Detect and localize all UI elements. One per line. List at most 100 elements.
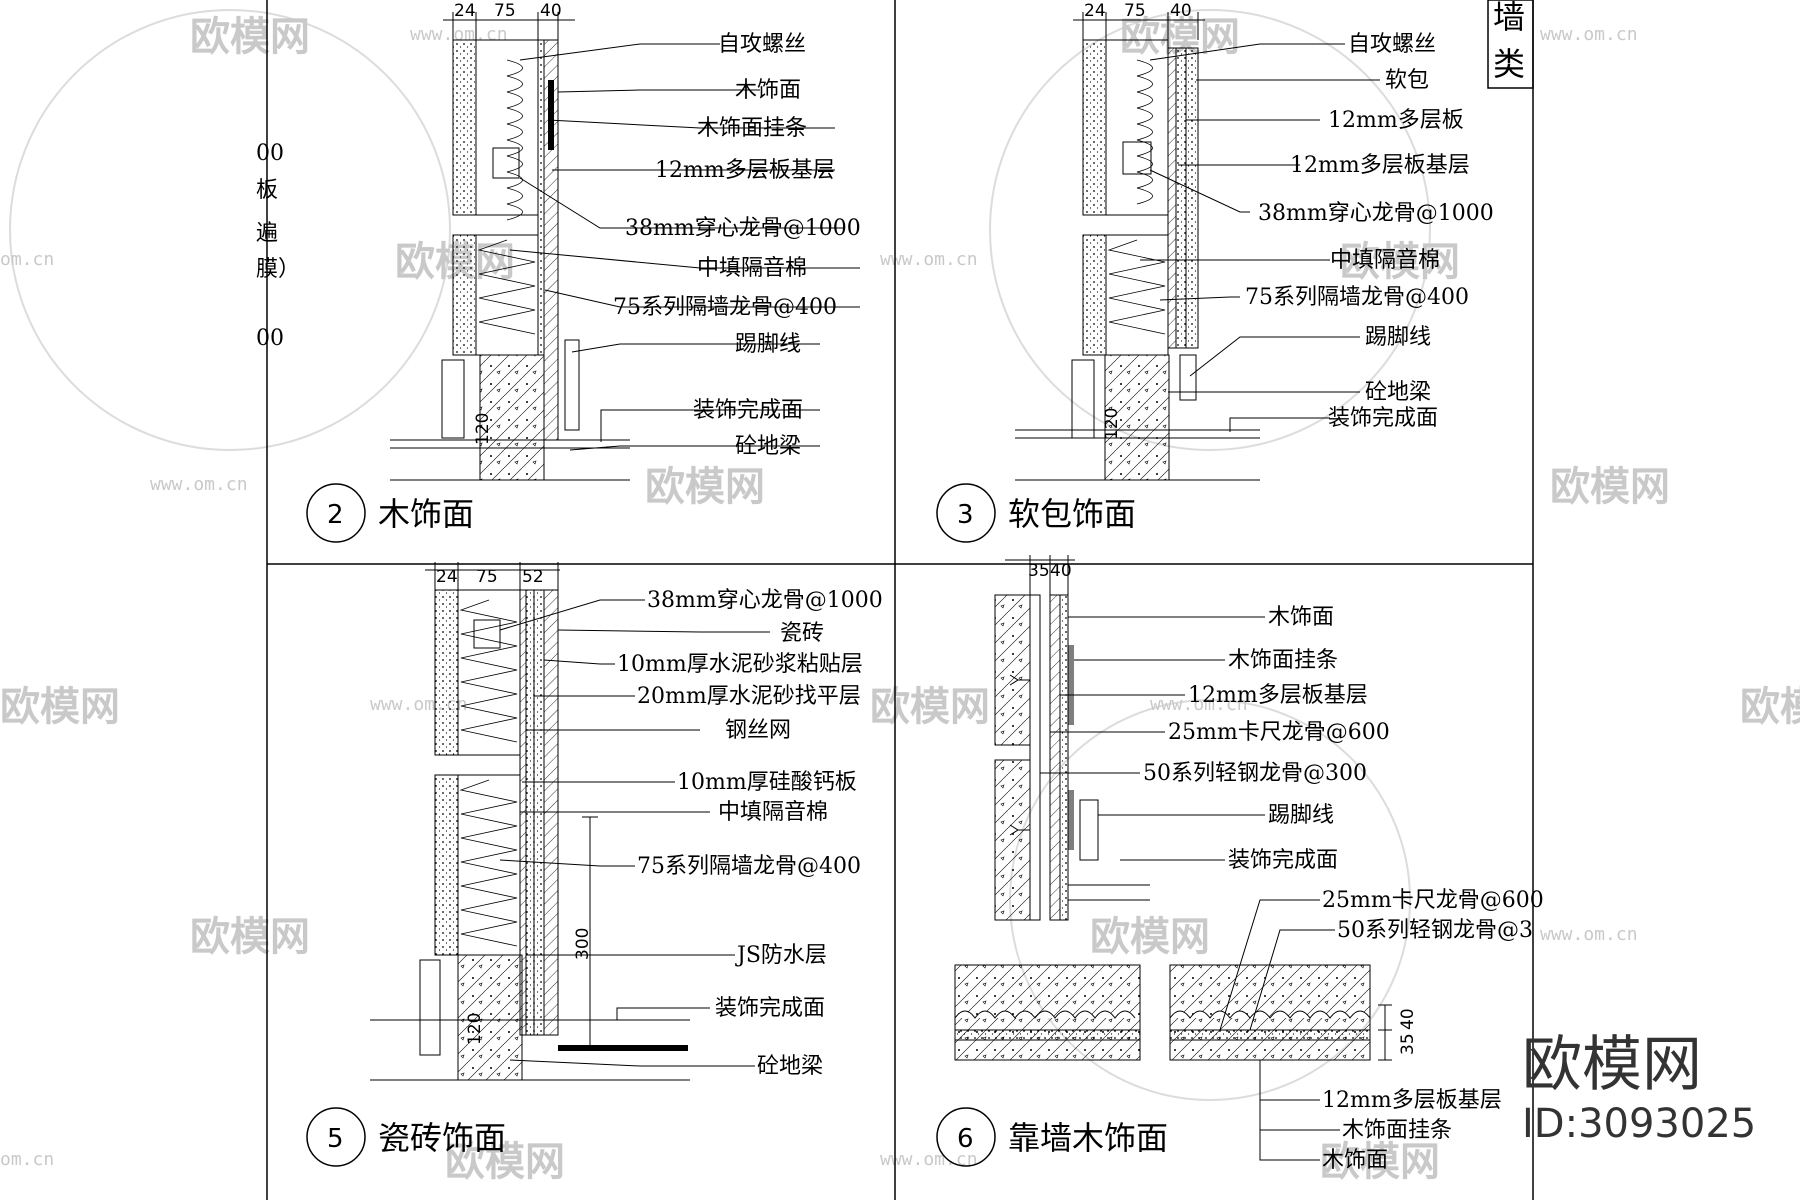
watermark-url-9: om.cn <box>0 1149 54 1170</box>
watermark-brand-10: 欧模网 <box>190 914 310 960</box>
dim-120: 120 <box>465 1013 485 1045</box>
watermark-brand-5: 欧模网 <box>645 464 765 510</box>
label-concrete-beam: 砼地梁 <box>735 434 801 459</box>
detail-title: 软包饰面 <box>1008 495 1136 533</box>
label-self-tapping-screw: 自攻螺丝 <box>1348 32 1436 57</box>
watermark-brand-7: 欧模网 <box>0 684 120 730</box>
label-38mm-keel: 38mm穿心龙骨@1000 <box>625 216 861 241</box>
dim-75: 75 <box>494 1 516 21</box>
detail-number: 6 <box>957 1124 974 1154</box>
brand-watermark: 欧模网 <box>1522 1030 1702 1100</box>
watermark-url-10: www.om.cn <box>880 1149 978 1170</box>
label-concrete-beam: 砼地梁 <box>1365 380 1431 405</box>
left-fragment-2: 板 <box>256 178 278 203</box>
watermark-brand-1: 欧模网 <box>190 14 310 60</box>
label-finish-surface: 装饰完成面 <box>715 996 825 1021</box>
panel-upholstery: 24 75 40 120 自攻螺丝 软包 12mm多层板 12mm多层板基层 3… <box>936 1 1494 543</box>
watermark-url-7: www.om.cn <box>1150 694 1248 715</box>
label-25mm-keel: 25mm卡尺龙骨@600 <box>1168 720 1390 745</box>
label-calcium-silicate: 10mm厚硅酸钙板 <box>677 770 857 795</box>
label-75-stud: 75系列隔墙龙骨@400 <box>1245 285 1469 310</box>
detail-number-circle <box>306 483 366 543</box>
leader-lines <box>1140 43 1380 432</box>
brand-id: ID:3093025 <box>1522 1101 1756 1147</box>
side-dim-35: 35 <box>1398 1033 1418 1055</box>
label-wood-veneer: 木饰面 <box>735 78 801 103</box>
label-10mm-mortar: 10mm厚水泥砂浆粘贴层 <box>617 652 863 677</box>
label-skirting: 踢脚线 <box>735 332 801 357</box>
left-fragment-1: 00 <box>256 141 284 166</box>
watermark-url-8: www.om.cn <box>1540 924 1638 945</box>
label-plan-plywood-base: 12mm多层板基层 <box>1322 1088 1502 1113</box>
watermark-brand-6: 欧模网 <box>1550 464 1670 510</box>
wall-section-drawing <box>954 555 1392 1061</box>
sheet-frame <box>266 0 1534 1200</box>
label-12mm-plywood: 12mm多层板 <box>1328 108 1464 133</box>
panel-wall-mounted-veneer: 35 40 40 35 木饰面 木饰面挂条 12mm多层板基层 25mm卡尺龙骨… <box>936 555 1544 1173</box>
dim-75: 75 <box>476 567 498 587</box>
left-fragment-5: 00 <box>256 326 284 351</box>
dim-24: 24 <box>1084 1 1106 21</box>
label-12mm-plywood-base: 12mm多层板基层 <box>1290 153 1470 178</box>
label-75-stud: 75系列隔墙龙骨@400 <box>613 295 837 320</box>
side-dim-40: 40 <box>1398 1008 1418 1030</box>
dim-40: 40 <box>1050 561 1072 581</box>
dim-35: 35 <box>1028 561 1050 581</box>
detail-number: 2 <box>327 500 344 530</box>
label-veneer-hanger: 木饰面挂条 <box>697 116 807 141</box>
label-upholstery: 软包 <box>1385 68 1429 93</box>
watermark-brand-11: 欧模网 <box>1090 914 1210 960</box>
dim-40: 40 <box>540 1 562 21</box>
leader-lines <box>499 599 770 1067</box>
dim-300: 300 <box>573 928 593 960</box>
watermark-url-3: om.cn <box>0 249 54 270</box>
label-finish-surface: 装饰完成面 <box>1328 406 1438 431</box>
dim-75: 75 <box>1124 1 1146 21</box>
label-wood-veneer: 木饰面 <box>1268 605 1334 630</box>
wall-section-drawing <box>370 562 690 1081</box>
label-finish-surface: 装饰完成面 <box>1228 848 1338 873</box>
panel-ceramic-tile: 24 75 52 300 120 38mm穿心龙骨@1000 瓷砖 10mm厚水… <box>306 562 883 1167</box>
dim-120: 120 <box>1102 408 1122 440</box>
watermark-brand-4: 欧模网 <box>1340 239 1460 285</box>
panel-wood-veneer: 24 75 40 120 自攻螺丝 木饰面 木饰面挂条 12mm多层板基层 38… <box>306 1 861 543</box>
label-38mm-keel: 38mm穿心龙骨@1000 <box>647 588 883 613</box>
label-20mm-levelling: 20mm厚水泥砂找平层 <box>637 684 861 709</box>
watermark-brand-9: 欧模网 <box>1740 684 1800 730</box>
label-38mm-keel: 38mm穿心龙骨@1000 <box>1258 201 1494 226</box>
dim-120: 120 <box>473 413 493 445</box>
label-self-tapping-screw: 自攻螺丝 <box>718 32 806 57</box>
watermark-brand-13: 欧模网 <box>1320 1139 1440 1185</box>
dim-24: 24 <box>454 1 476 21</box>
label-skirting: 踢脚线 <box>1365 325 1431 350</box>
watermark-brand-8: 欧模网 <box>870 684 990 730</box>
label-12mm-plywood-base: 12mm多层板基层 <box>655 158 835 183</box>
watermark-url-4: www.om.cn <box>880 249 978 270</box>
dim-24: 24 <box>436 567 458 587</box>
label-sound-insulation: 中填隔音棉 <box>718 800 828 825</box>
label-12mm-plywood-base: 12mm多层板基层 <box>1188 683 1368 708</box>
label-sound-insulation: 中填隔音棉 <box>1330 248 1440 273</box>
sidebar-tab-char-1: 墙 <box>1493 0 1525 36</box>
label-50-light-steel-plan: 50系列轻钢龙骨@3 <box>1337 918 1533 943</box>
wall-section-drawing <box>390 12 630 481</box>
watermark-url-2: www.om.cn <box>1540 24 1638 45</box>
left-fragment-4: 膜） <box>256 257 300 282</box>
detail-number: 5 <box>327 1124 344 1154</box>
detail-title: 靠墙木饰面 <box>1008 1119 1168 1157</box>
sidebar-tab-char-2: 类 <box>1493 45 1525 83</box>
dim-52: 52 <box>522 567 544 587</box>
label-veneer-hanger: 木饰面挂条 <box>1228 648 1338 673</box>
label-finish-surface: 装饰完成面 <box>693 398 803 423</box>
detail-title: 木饰面 <box>378 495 474 533</box>
label-75-stud: 75系列隔墙龙骨@400 <box>637 854 861 879</box>
left-fragments: 00 板 遍 膜） 00 <box>256 141 300 351</box>
label-plan-wood-veneer: 木饰面 <box>1322 1148 1388 1173</box>
dim-40: 40 <box>1170 1 1192 21</box>
label-plan-veneer-hanger: 木饰面挂条 <box>1342 1118 1452 1143</box>
leader-lines <box>509 43 860 451</box>
label-js-waterproof: JS防水层 <box>735 943 827 968</box>
detail-number-circle <box>936 1107 996 1167</box>
label-sound-insulation: 中填隔音棉 <box>697 256 807 281</box>
